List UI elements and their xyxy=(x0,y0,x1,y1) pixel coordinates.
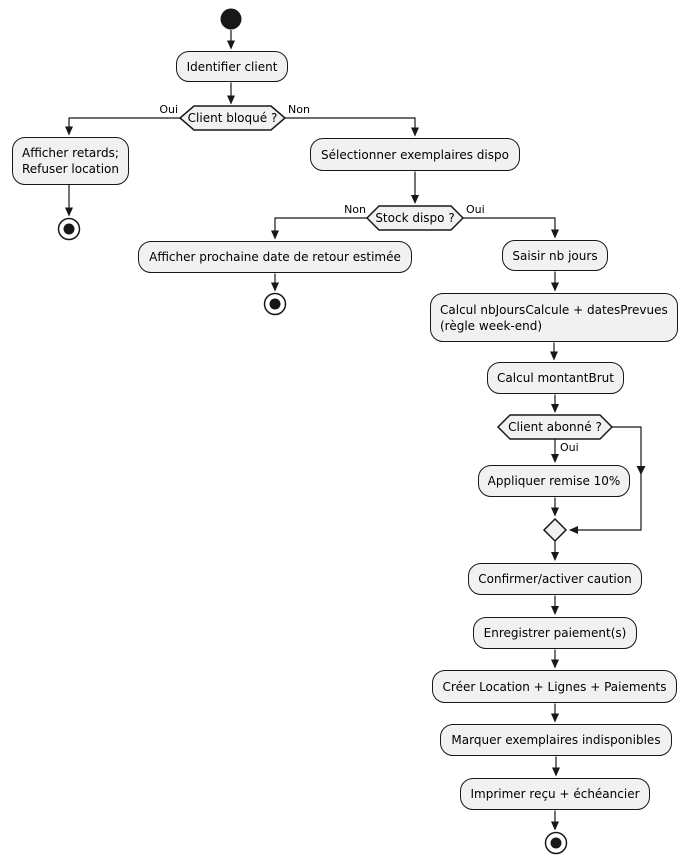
activity-label: Sélectionner exemplaires dispo xyxy=(321,147,509,162)
decision-client-abonne xyxy=(496,414,614,440)
activity-saisir-nb-jours: Saisir nb jours xyxy=(502,240,608,271)
edge-label-stock-dispo-oui: Oui xyxy=(466,203,485,216)
activity-label-line2: (règle week-end) xyxy=(440,318,543,333)
activity-label-line2: Refuser location xyxy=(22,162,120,176)
end-node-final xyxy=(544,831,568,855)
edge-stock-oui xyxy=(463,217,559,239)
activity-enregistrer-paiements: Enregistrer paiement(s) xyxy=(473,617,637,649)
start-node xyxy=(220,8,242,30)
edge-client-bloque-non xyxy=(285,117,419,137)
activity-label-line1: Afficher retards; xyxy=(22,146,119,160)
decision-stock-dispo xyxy=(365,205,465,231)
activity-label: Imprimer reçu + échéancier xyxy=(470,787,640,801)
decision-client-bloque xyxy=(178,105,287,131)
activity-afficher-prochaine-date: Afficher prochaine date de retour estimé… xyxy=(138,241,412,273)
activity-appliquer-remise: Appliquer remise 10% xyxy=(478,465,630,497)
decision-label-client-abonne: Client abonné ? xyxy=(508,420,602,434)
decision-label-stock-dispo: Stock dispo ? xyxy=(375,211,455,225)
edge-label-client-bloque-oui: Oui xyxy=(159,103,178,116)
activity-label: Afficher prochaine date de retour estimé… xyxy=(149,250,401,264)
activity-confirmer-caution: Confirmer/activer caution xyxy=(468,563,642,595)
activity-selectionner-exemplaires: Sélectionner exemplaires dispo xyxy=(310,138,520,171)
activity-calcul-montant-brut: Calcul montantBrut xyxy=(487,362,624,394)
activity-marquer-exemplaires: Marquer exemplaires indisponibles xyxy=(440,724,672,756)
edge-stock-non xyxy=(271,217,367,240)
activity-label: Identifier client xyxy=(186,59,278,74)
edge-abonne-bypass xyxy=(569,426,642,534)
activity-label: Appliquer remise 10% xyxy=(487,474,621,488)
activity-label: Marquer exemplaires indisponibles xyxy=(451,733,661,747)
end-node-refus xyxy=(57,217,81,241)
activity-label-line1: Calcul nbJoursCalcule + datesPrevues xyxy=(440,302,668,317)
edge-label-stock-dispo-non: Non xyxy=(344,203,366,216)
activity-label: Enregistrer paiement(s) xyxy=(483,626,627,640)
decision-label-client-bloque: Client bloqué ? xyxy=(187,111,278,125)
bypass-mid-arrowhead xyxy=(636,466,646,475)
merge-diamond xyxy=(542,517,568,543)
edge-label-client-abonne-oui: Oui xyxy=(560,441,579,454)
activity-label: Confirmer/activer caution xyxy=(478,572,632,586)
end-node-stock xyxy=(263,292,287,316)
activity-label: Saisir nb jours xyxy=(512,248,598,263)
activity-calcul-nbjours: Calcul nbJoursCalcule + datesPrevues (rè… xyxy=(430,293,678,342)
edge-label-client-bloque-non: Non xyxy=(288,103,310,116)
activity-identifier-client: Identifier client xyxy=(176,51,288,82)
activity-label: Créer Location + Lignes + Paiements xyxy=(442,679,667,694)
activity-imprimer-recu: Imprimer reçu + échéancier xyxy=(460,778,650,810)
activity-creer-location: Créer Location + Lignes + Paiements xyxy=(432,670,677,703)
activity-afficher-retards: Afficher retards; Refuser location xyxy=(12,137,129,185)
activity-label: Calcul montantBrut xyxy=(497,371,614,385)
edge-client-bloque-oui xyxy=(65,117,180,136)
